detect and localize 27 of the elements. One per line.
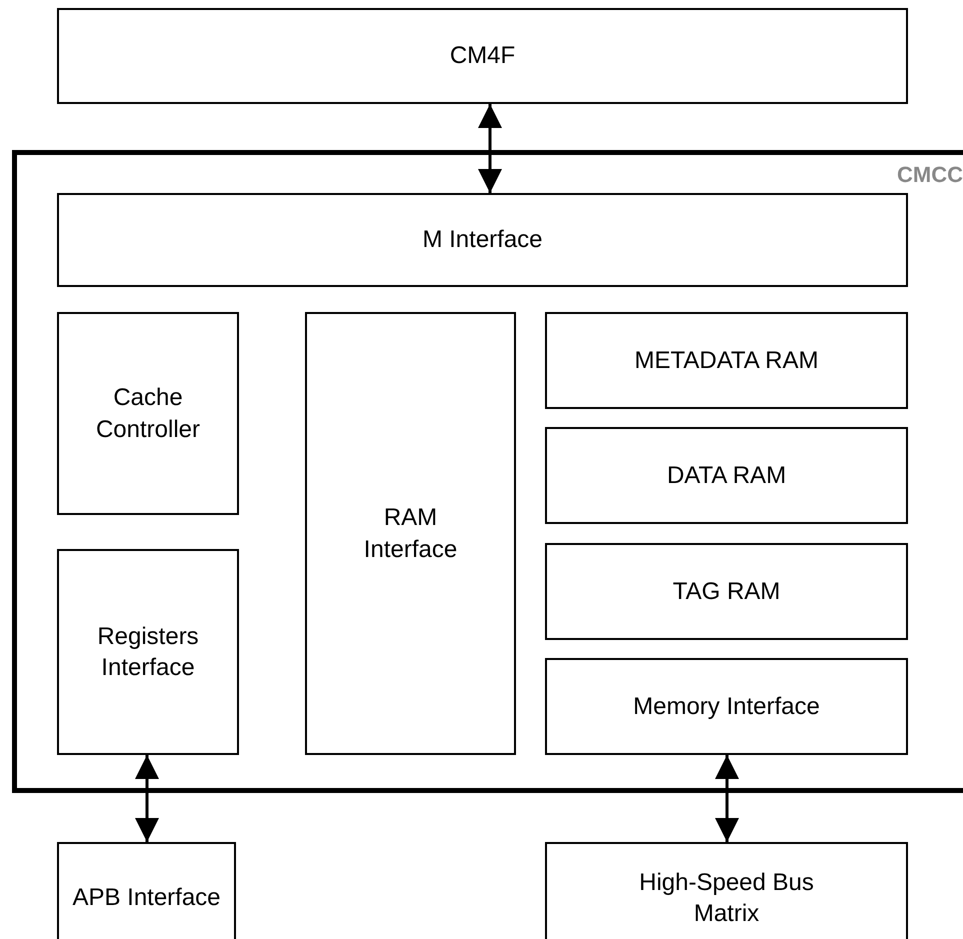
block-box [545, 842, 908, 939]
block-box [545, 312, 908, 409]
block-box [545, 427, 908, 524]
module-label: CMCC [897, 161, 963, 189]
block-label: METADATA RAM [634, 346, 818, 376]
block-label: CM4F [450, 41, 516, 72]
block-box [545, 658, 908, 755]
module-frame [12, 150, 963, 793]
block-box [57, 193, 908, 287]
block-label: Cache Controller [94, 383, 202, 444]
block-label: Memory Interface [633, 692, 820, 722]
block-box [57, 8, 908, 104]
double-arrow [478, 104, 502, 193]
double-arrow [715, 755, 739, 842]
block-label: TAG RAM [672, 576, 780, 607]
block-label: APB Interface [72, 883, 221, 914]
block-label: Registers Interface [96, 622, 200, 683]
block-label: DATA RAM [666, 460, 786, 491]
block-label: High-Speed Bus Matrix [638, 868, 815, 929]
block-box [545, 543, 908, 640]
block-label: RAM Interface [362, 503, 458, 564]
block-box [57, 842, 236, 939]
block-box [57, 312, 239, 515]
double-arrow [135, 755, 159, 842]
block-box [305, 312, 516, 755]
block-label: M Interface [422, 225, 543, 256]
block-box [57, 549, 239, 755]
